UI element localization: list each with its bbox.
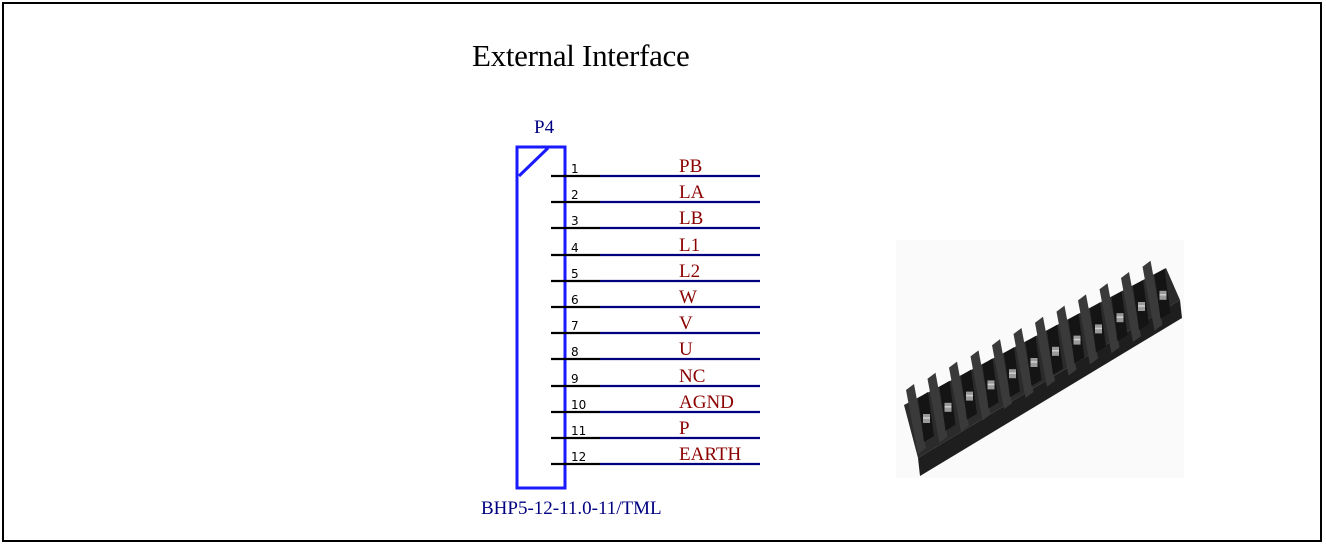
pin1-marker (517, 146, 550, 178)
pin-number: 2 (571, 188, 579, 202)
terminal-block-icon (904, 260, 1182, 476)
pin-1: 1 PB (551, 156, 760, 178)
net-label: U (679, 339, 693, 360)
pin-number: 8 (571, 345, 579, 359)
terminal-block-photo (896, 240, 1184, 478)
pin-3: 3 LB (551, 208, 760, 230)
pin-12: 12 EARTH (551, 444, 760, 466)
net-label: P (679, 418, 690, 439)
part-number: BHP5-12-11.0-11/TML (481, 498, 662, 519)
pin-2: 2 LA (551, 182, 760, 204)
pin-number: 5 (571, 267, 579, 281)
net-label: L2 (679, 261, 700, 282)
net-label: EARTH (679, 444, 741, 465)
pin-number: 10 (571, 398, 586, 412)
net-label: AGND (679, 392, 734, 413)
net-label: PB (679, 156, 702, 177)
pin-4: 4 L1 (551, 235, 760, 257)
net-label: V (679, 313, 693, 334)
net-label: W (679, 287, 697, 308)
pin-5: 5 L2 (551, 261, 760, 283)
pin-number: 6 (571, 293, 579, 307)
pin-number: 7 (571, 319, 579, 333)
component-body (515, 145, 567, 490)
net-label: LA (679, 182, 705, 203)
pin-number: 1 (571, 162, 579, 176)
pin-9: 9 NC (551, 366, 760, 388)
pin-number: 11 (571, 424, 586, 438)
component-designator: P4 (534, 117, 555, 138)
net-label: L1 (679, 235, 700, 256)
pin-10: 10 AGND (551, 392, 760, 414)
sheet-title: External Interface (472, 38, 690, 73)
pin-number: 4 (571, 241, 579, 255)
net-label: NC (679, 366, 705, 387)
pin-number: 12 (571, 450, 586, 464)
net-label: LB (679, 208, 703, 229)
pin-number: 3 (571, 214, 579, 228)
pin-number: 9 (571, 372, 579, 386)
pin-11: 11 P (551, 418, 760, 440)
